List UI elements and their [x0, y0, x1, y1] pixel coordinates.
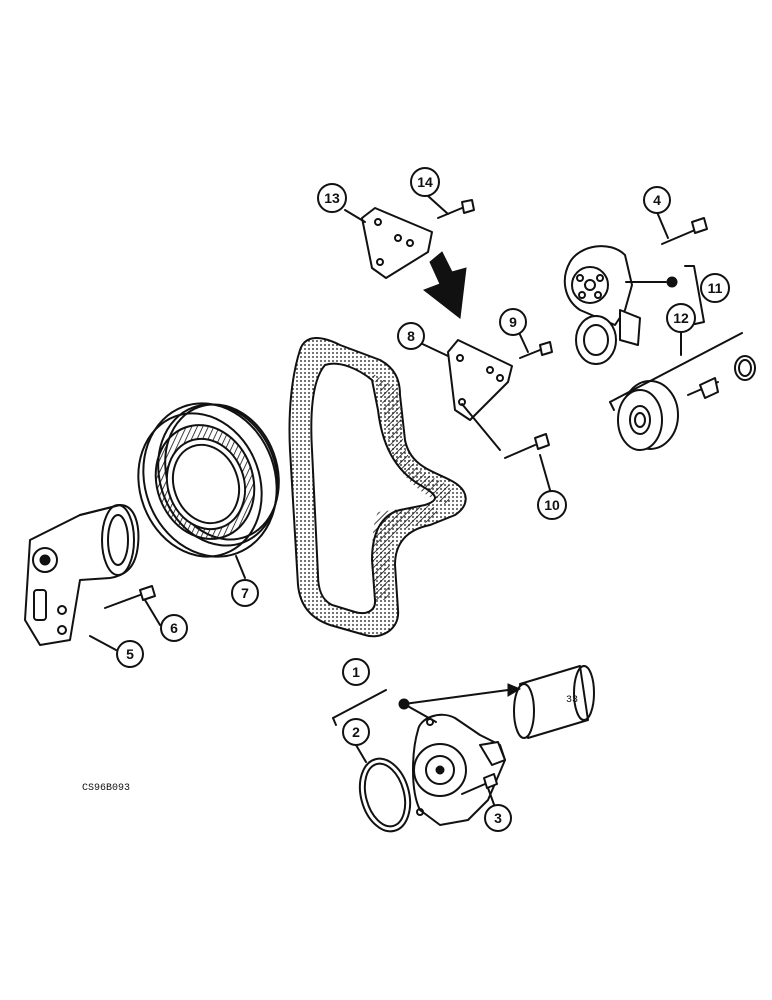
svg-text:14: 14	[417, 174, 433, 190]
water-pump	[412, 713, 506, 826]
callout-13: 13	[317, 183, 347, 213]
svg-text:12: 12	[673, 310, 689, 326]
bolt-14	[437, 199, 475, 219]
callout-2: 2	[342, 718, 370, 746]
bolt-10	[504, 433, 550, 459]
group-bracket-1	[332, 683, 522, 726]
callout-5: 5	[116, 640, 144, 668]
crankshaft-pulley	[137, 402, 280, 558]
callout-1: 1	[342, 658, 370, 686]
bolt-9	[519, 341, 553, 359]
svg-text:13: 13	[324, 190, 340, 206]
callout-9: 9	[499, 308, 527, 336]
o-ring	[358, 757, 412, 833]
svg-text:10: 10	[544, 497, 560, 513]
drawing-code: CS96B093	[82, 783, 130, 794]
svg-text:3: 3	[494, 810, 502, 826]
belt-tensioner-assembly	[24, 504, 140, 646]
callout-6: 6	[160, 614, 188, 642]
svg-text:11: 11	[708, 280, 723, 296]
callout-8: 8	[397, 322, 425, 350]
svg-text:6: 6	[170, 620, 178, 636]
automatic-tensioner	[563, 245, 678, 365]
group-brackets	[609, 265, 743, 411]
svg-text:4: 4	[653, 192, 661, 208]
svg-text:2: 2	[352, 724, 360, 740]
pump-sleeve: 33	[513, 665, 595, 739]
callout-4: 4	[643, 186, 671, 214]
serpentine-belt	[288, 337, 467, 638]
svg-text:5: 5	[126, 646, 134, 662]
bolt-6	[104, 585, 156, 609]
mounting-plate-13	[361, 207, 433, 279]
callout-12: 12	[666, 303, 696, 333]
idler-pulley	[617, 355, 756, 451]
bolt-4	[661, 217, 708, 245]
callout-14: 14	[410, 167, 440, 197]
callout-10: 10	[537, 490, 567, 520]
callout-7: 7	[231, 579, 259, 607]
callout-11: 11	[700, 273, 730, 303]
bolt-3	[461, 773, 498, 795]
svg-text:33: 33	[566, 695, 578, 706]
svg-text:1: 1	[352, 664, 360, 680]
callout-3: 3	[484, 804, 512, 832]
svg-text:9: 9	[509, 314, 517, 330]
bracket-8	[447, 339, 513, 451]
direction-arrow-icon	[422, 251, 467, 319]
svg-text:8: 8	[407, 328, 415, 344]
svg-text:7: 7	[241, 585, 249, 601]
